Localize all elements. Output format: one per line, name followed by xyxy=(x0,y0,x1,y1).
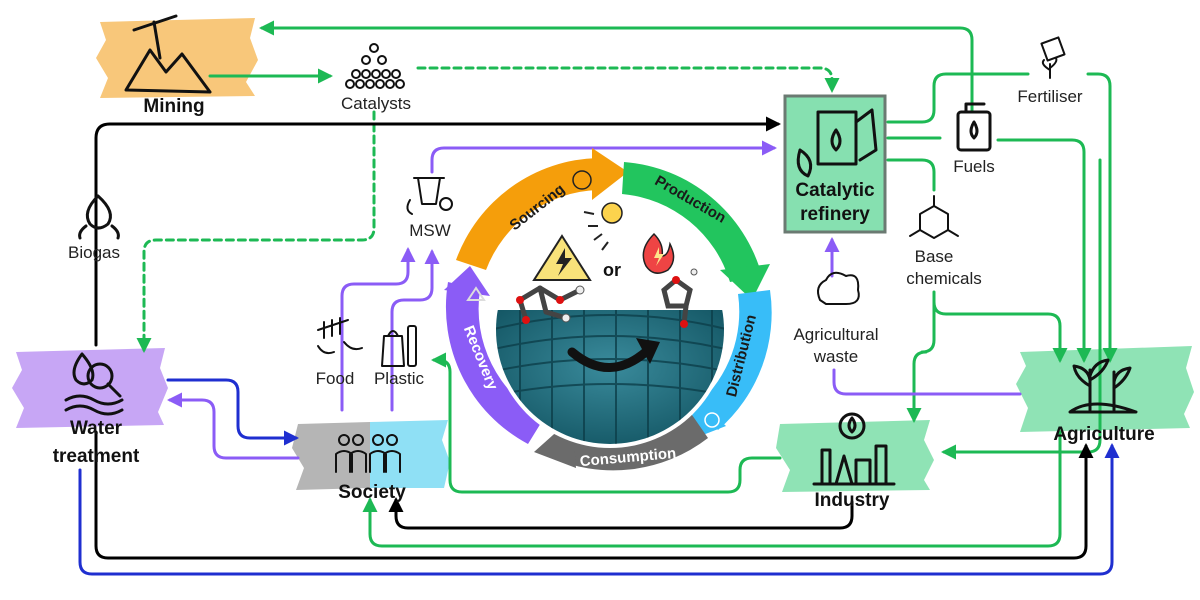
agricultural-waste-icon xyxy=(817,271,860,305)
flow-industry-to-society xyxy=(388,497,854,530)
pickaxe-mountain-icon xyxy=(124,14,212,94)
node-labels: Mining Catalysts Catalytic refinery Fert… xyxy=(53,87,1155,511)
fertiliser-label: Fertiliser xyxy=(1017,87,1083,106)
node-icons xyxy=(64,14,1138,486)
catalysts-label: Catalysts xyxy=(341,94,411,113)
flow-agriculture-to-society xyxy=(362,430,1062,548)
water-treatment-label-line1: Water xyxy=(70,418,123,439)
flow-base-to-industry xyxy=(906,298,936,423)
flow-catalysts-to-refinery xyxy=(416,66,840,93)
refinery-label-line2: refinery xyxy=(800,204,870,225)
flow-society-to-water xyxy=(167,392,300,460)
production-arrow xyxy=(622,162,762,282)
plastic-label: Plastic xyxy=(374,369,425,388)
conversion-arrow-icon xyxy=(567,345,653,372)
fish-bone-icon xyxy=(317,317,363,355)
flow-water-to-agriculture-blue xyxy=(78,443,1120,576)
agriculture-label: Agriculture xyxy=(1053,424,1154,445)
flow-refinery-to-fertiliser xyxy=(886,72,1030,124)
flow-water-to-society xyxy=(166,378,299,446)
recycle-icon xyxy=(466,286,486,301)
agriculture-brush xyxy=(1016,346,1194,432)
flow-refinery-to-base xyxy=(886,158,936,192)
agricultural-waste-label-line2: waste xyxy=(813,347,858,366)
refinery-label-line1: Catalytic xyxy=(795,180,875,201)
flow-plastic-to-msw xyxy=(390,249,440,412)
base-chemicals-label-line1: Base xyxy=(915,247,954,266)
flow-water-to-refinery xyxy=(94,116,781,347)
sourcing-arrow xyxy=(456,158,598,270)
flow-industry-to-recovery xyxy=(431,352,782,494)
fuel-pump-leaf-icon xyxy=(796,108,878,178)
plant-sprouts-icon xyxy=(1068,358,1138,414)
conversion-arrowhead xyxy=(636,338,660,364)
sourcing-arrowhead xyxy=(592,148,628,200)
catalyst-pellets-icon xyxy=(345,43,405,89)
production-arrowhead xyxy=(720,264,770,300)
society-blue-brush xyxy=(370,420,450,488)
msw-label: MSW xyxy=(409,221,451,240)
recovery-arrowhead xyxy=(444,266,490,296)
fertiliser-icon xyxy=(1040,36,1066,79)
water-drop-magnifier-icon xyxy=(64,352,124,416)
flow-base-to-agriculture xyxy=(932,290,1068,363)
distribution-arrow xyxy=(698,290,772,430)
biogas-label: Biogas xyxy=(68,243,120,262)
water-treatment-label-line2: treatment xyxy=(53,446,140,467)
flow-water-to-agriculture xyxy=(94,430,1094,560)
benzene-icon xyxy=(909,195,959,239)
people-crowd-icon xyxy=(335,434,401,473)
sun-icon xyxy=(601,202,623,224)
flow-fuels-to-agriculture xyxy=(996,138,1092,363)
connectors xyxy=(78,20,1120,576)
msw-bin-icon xyxy=(406,177,453,215)
flow-food-to-msw xyxy=(340,247,416,412)
industry-brush xyxy=(776,420,934,492)
center-or-text: or xyxy=(603,260,621,280)
society-label: Society xyxy=(338,482,406,503)
biogas-flame-icon xyxy=(78,194,120,240)
lifecycle-circle: or Sourcing Production Distribution Cons… xyxy=(444,148,772,471)
agricultural-waste-label-line1: Agricultural xyxy=(793,325,878,344)
factory-icon xyxy=(812,412,896,486)
flow-catalysts-to-water xyxy=(136,110,376,353)
network-icon xyxy=(704,412,720,428)
flow-fertiliser-to-agriculture xyxy=(1086,72,1118,363)
society-gray-brush xyxy=(292,422,370,490)
hmf-atoms xyxy=(672,268,698,328)
flow-agriculture-to-agwaste xyxy=(832,368,1022,396)
flow-msw-to-refinery xyxy=(430,140,777,174)
sun-rays-icon xyxy=(583,211,609,251)
node-backgrounds xyxy=(12,18,1194,492)
food-label: Food xyxy=(316,369,355,388)
flow-refinery-to-mining xyxy=(259,20,974,112)
industry-label: Industry xyxy=(815,490,890,511)
fuel-can-icon xyxy=(956,102,992,152)
bolt-glyph xyxy=(556,248,572,276)
fuels-label: Fuels xyxy=(953,157,995,176)
atom-dots xyxy=(516,285,585,324)
mining-label: Mining xyxy=(143,96,204,117)
fire-bolt-glyph xyxy=(654,247,664,266)
base-chemicals-label-line2: chemicals xyxy=(906,269,982,288)
plastic-bag-icon xyxy=(381,325,417,367)
water-brush xyxy=(12,348,168,428)
globe-icon xyxy=(572,170,592,190)
